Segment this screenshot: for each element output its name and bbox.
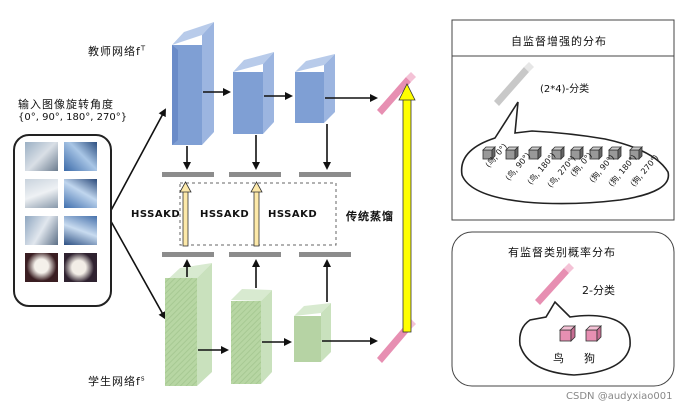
teacher-block-3: [295, 54, 335, 123]
teacher-label: 教师网络fT: [88, 44, 147, 58]
angle-set: {0°, 90°, 180°, 270°}: [18, 112, 128, 123]
self-sup-classify: (2*4)-分类: [540, 84, 590, 95]
hssakd-label-2: HSSAKD: [200, 209, 250, 220]
class-dog: 狗: [584, 352, 596, 365]
traditional-kd-arrow: [398, 83, 416, 333]
sup-bubble: [518, 300, 631, 376]
thumb-bird-180: [25, 179, 58, 208]
thumb-dog-90: [64, 253, 97, 282]
aux-heads-bottom: [162, 252, 351, 257]
sup-pink-bar: [535, 263, 574, 305]
self-sup-cubes: [482, 146, 643, 160]
traditional-kd-label: 传统蒸馏: [346, 210, 394, 223]
hssakd-label-3: HSSAKD: [268, 209, 318, 220]
self-sup-gray-bar: [494, 62, 534, 106]
thumb-bird-90: [64, 142, 97, 171]
hssakd-label-1: HSSAKD: [131, 209, 181, 220]
class-bird: 鸟: [553, 352, 565, 365]
aux-heads-top: [162, 172, 351, 177]
thumb-bird-0: [25, 142, 58, 171]
self-sup-title: 自监督增强的分布: [511, 35, 607, 48]
watermark: CSDN @audyxiao001: [566, 391, 673, 402]
thumb-bird-270: [64, 179, 97, 208]
student-block-1: [165, 263, 212, 386]
input-title: 输入图像旋转角度: [18, 98, 114, 111]
student-block-2: [231, 289, 272, 384]
sup-classify: 2-分类: [582, 284, 615, 297]
input-branch-lines: [107, 108, 166, 320]
sup-cubes: [559, 325, 602, 342]
sup-title: 有监督类别概率分布: [508, 246, 616, 259]
teacher-block-2: [233, 52, 274, 134]
thumb-bird-270b: [64, 216, 97, 245]
teacher-output-bar: [377, 72, 416, 115]
student-block-3: [294, 303, 331, 362]
self-sup-bubble: [460, 101, 670, 205]
hssakd-arrows: [179, 181, 263, 247]
student-label: 学生网络fs: [88, 374, 146, 388]
teacher-block-1: [172, 22, 214, 145]
thumb-bird-90b: [25, 216, 58, 245]
input-image-panel: [13, 134, 112, 307]
thumb-dog-0: [25, 253, 58, 282]
